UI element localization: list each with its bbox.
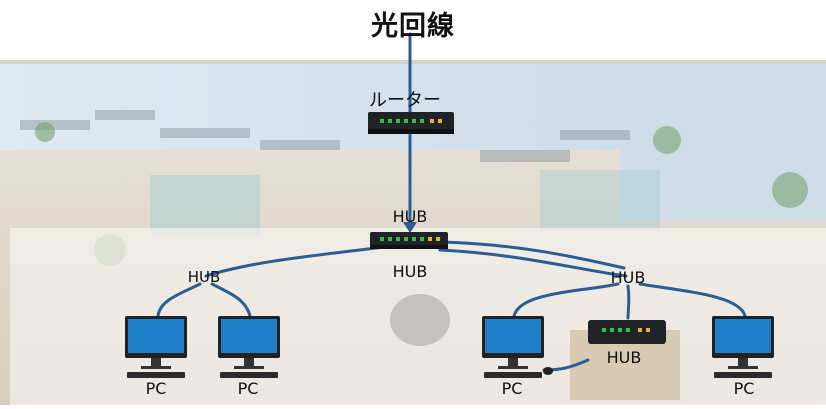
arrow-down-icon	[403, 222, 417, 233]
hub-left-label: HUB	[187, 268, 221, 286]
router-label: ルーター	[369, 90, 441, 111]
cable-right-hub-to-pc3	[512, 282, 620, 318]
hub-desk-label: HUB	[606, 348, 642, 367]
pc-1-label: PC	[145, 379, 167, 398]
cable-left-hub-to-pc1	[156, 282, 202, 318]
hub-main-label-top: HUB	[392, 207, 428, 226]
hub-main-device	[370, 232, 448, 249]
hub-desk-device	[588, 320, 666, 344]
cable-hub-to-left-hub	[204, 245, 386, 278]
cable-right-hub-to-desk-hub	[626, 284, 631, 320]
pc-4-label: PC	[733, 379, 755, 398]
cable-right-hub-to-pc4	[638, 282, 747, 318]
cable-left-hub-to-pc2	[210, 282, 252, 318]
cable-hub-to-right-hub	[438, 240, 626, 270]
mouse-icon	[543, 367, 553, 375]
cable-hub-to-right-hub-2	[438, 248, 628, 278]
fiber-line-title: 光回線	[371, 11, 455, 42]
pc-2-label: PC	[237, 379, 259, 398]
router-device	[368, 112, 454, 134]
pc-3-label: PC	[501, 379, 523, 398]
hub-right-label: HUB	[610, 268, 646, 287]
hub-main-label-bottom: HUB	[392, 262, 428, 281]
